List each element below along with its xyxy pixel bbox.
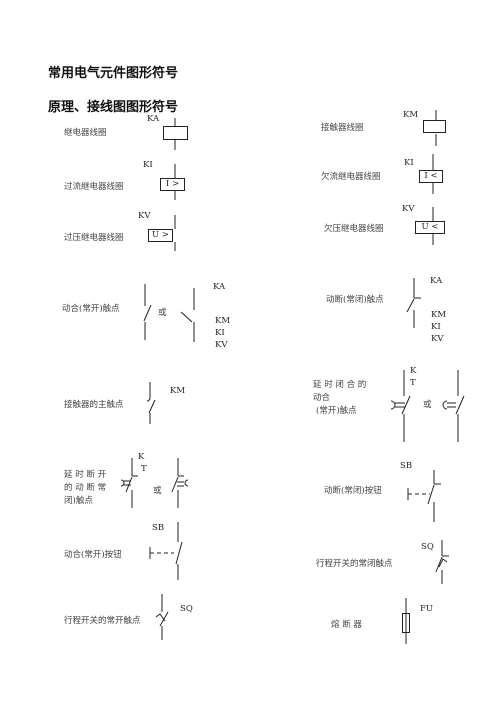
overcurrent-coil-code: KI <box>143 160 153 170</box>
contactor-coil-box <box>423 120 446 133</box>
delay-nc-symbol-b <box>171 458 189 508</box>
undervoltage-coil-box: U < <box>415 221 445 234</box>
no-contact-symbol-a <box>143 284 152 340</box>
nc-contact-code-2: KI <box>431 322 441 332</box>
delay-nc-label-line3: 闭)触点 <box>64 496 93 506</box>
overvoltage-coil-symbol <box>174 215 176 251</box>
overcurrent-coil-label: 过流继电器线圈 <box>64 182 124 192</box>
undercurrent-coil-box: I < <box>419 170 443 183</box>
no-contact-symbol-b <box>180 288 195 342</box>
page-title: 常用电气元件图形符号 <box>48 66 179 81</box>
nc-contact-code-3: KV <box>431 334 444 344</box>
nc-contact-symbol <box>406 278 421 328</box>
main-contact-symbol <box>146 382 156 424</box>
overcurrent-coil-box: I > <box>160 178 185 191</box>
delay-no-label-line2: 动合 <box>313 393 331 403</box>
limit-nc-label: 行程开关的常闭触点 <box>316 559 393 569</box>
overcurrent-coil-symbol <box>174 164 176 200</box>
main-contact-code: KM <box>170 386 186 396</box>
no-contact-code-top: KA <box>213 282 226 292</box>
delay-nc-code-k: K <box>138 452 145 462</box>
fuse-symbol <box>405 598 407 644</box>
nc-button-symbol <box>407 470 441 522</box>
relay-coil-code: KA <box>147 114 160 124</box>
nc-contact-code-1: KM <box>431 310 447 320</box>
no-contact-code-1: KM <box>215 316 231 326</box>
contactor-coil-label: 接触器线圈 <box>321 123 364 133</box>
fuse-label: 熔 断 器 <box>331 620 362 630</box>
contactor-coil-symbol <box>435 110 437 146</box>
undervoltage-coil-code: KV <box>402 204 415 214</box>
overvoltage-coil-code: KV <box>138 211 151 221</box>
relay-coil-symbol <box>174 118 176 150</box>
limit-no-symbol <box>155 594 169 640</box>
limit-nc-code: SQ <box>421 542 434 552</box>
undervoltage-coil-symbol <box>432 207 434 245</box>
overvoltage-coil-label: 过压继电器线圈 <box>64 233 124 243</box>
relay-coil-box <box>163 126 188 140</box>
nc-button-code: SB <box>400 461 413 471</box>
no-contact-code-3: KV <box>215 340 228 350</box>
no-button-label: 动合(常开)按钮 <box>64 550 122 560</box>
delay-no-code-k: K <box>410 366 417 376</box>
delay-nc-label-line2: 的 动 断 常 <box>64 483 107 493</box>
undercurrent-coil-symbol <box>432 154 434 194</box>
undervoltage-coil-label: 欠压继电器线圈 <box>324 224 384 234</box>
page-subtitle: 原理、接线图图形符号 <box>48 100 179 115</box>
delay-no-or: 或 <box>423 400 432 410</box>
no-contact-code-2: KI <box>215 328 225 338</box>
no-contact-label: 动合(常开)触点 <box>62 304 120 314</box>
nc-contact-code-top: KA <box>430 276 443 286</box>
fuse-body <box>402 613 410 633</box>
delay-no-symbol-b <box>442 370 465 442</box>
delay-nc-symbol-a <box>120 458 138 508</box>
nc-button-label: 动断(常闭)按钮 <box>324 486 382 496</box>
undercurrent-coil-label: 欠流继电器线圈 <box>321 172 381 182</box>
delay-no-symbol-a <box>390 370 411 442</box>
delay-nc-or: 或 <box>153 486 162 496</box>
delay-no-code-t: T <box>410 378 416 388</box>
main-contact-label: 接触器的主触点 <box>64 400 124 410</box>
contactor-coil-code: KM <box>403 110 419 120</box>
delay-no-label-line3: (常开)触点 <box>316 406 357 416</box>
no-button-symbol <box>149 522 183 580</box>
no-button-code: SB <box>152 523 165 533</box>
fuse-code: FU <box>420 604 434 614</box>
no-contact-or: 或 <box>158 308 167 318</box>
nc-contact-label: 动断(常闭)触点 <box>326 295 384 305</box>
limit-nc-symbol <box>435 540 449 584</box>
delay-nc-label-line1: 延 时 断 开 <box>64 470 107 480</box>
delay-no-label-line1: 延 时 闭 合 的 <box>313 380 367 390</box>
limit-no-label: 行程开关的常开触点 <box>64 616 141 626</box>
limit-no-code: SQ <box>180 604 193 614</box>
undercurrent-coil-code: KI <box>404 158 414 168</box>
delay-nc-code-t: T <box>141 464 147 474</box>
overvoltage-coil-box: U > <box>148 229 173 242</box>
relay-coil-label: 继电器线圈 <box>64 128 107 138</box>
